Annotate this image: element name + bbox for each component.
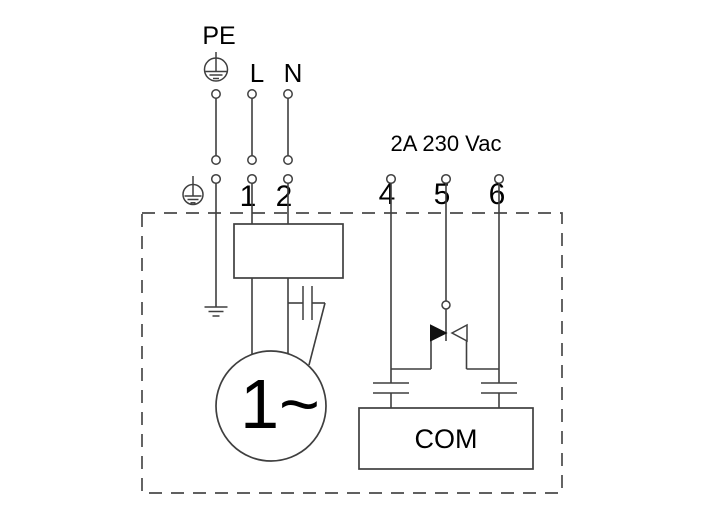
enclosure-dashed-outline [141,212,563,494]
control-box [233,223,344,279]
pe-wire [211,89,221,165]
pe-label: PE [202,22,235,50]
wire-5-node [441,300,451,310]
line-label: L [250,58,264,88]
connector-pin-icon [211,155,221,165]
terminal-6-label: 6 [489,178,506,211]
run-capacitor-icon [288,286,326,366]
connector-pin-icon [247,89,257,99]
connector-pin-icon [211,89,221,99]
diac-icon [391,323,499,370]
neutral-label: N [284,58,303,88]
neutral-wire [283,89,293,165]
connector-pin-icon [247,155,257,165]
connector-pin-icon [283,89,293,99]
capacitor-left-icon [373,382,409,408]
terminal-2-label: 2 [276,180,293,213]
terminal-5-label: 5 [434,178,451,211]
terminal-4-label: 4 [379,178,396,211]
com-block [358,407,534,470]
com-label: COM [415,424,478,454]
terminal-pe [210,173,222,185]
connector-pin-icon [283,155,293,165]
terminal-1-label: 1 [240,180,257,213]
pe-terminal-earth-icon [182,176,204,206]
rating-label: 2A 230 Vac [391,131,502,156]
line-wire [247,89,257,165]
earth-ground-icon [204,306,228,317]
single-phase-motor-icon [215,350,327,462]
capacitor-motor-wire [308,302,326,366]
capacitor-right-icon [481,382,517,408]
protective-earth-circled-icon [203,52,229,82]
motor-label: 1~ [240,365,320,443]
